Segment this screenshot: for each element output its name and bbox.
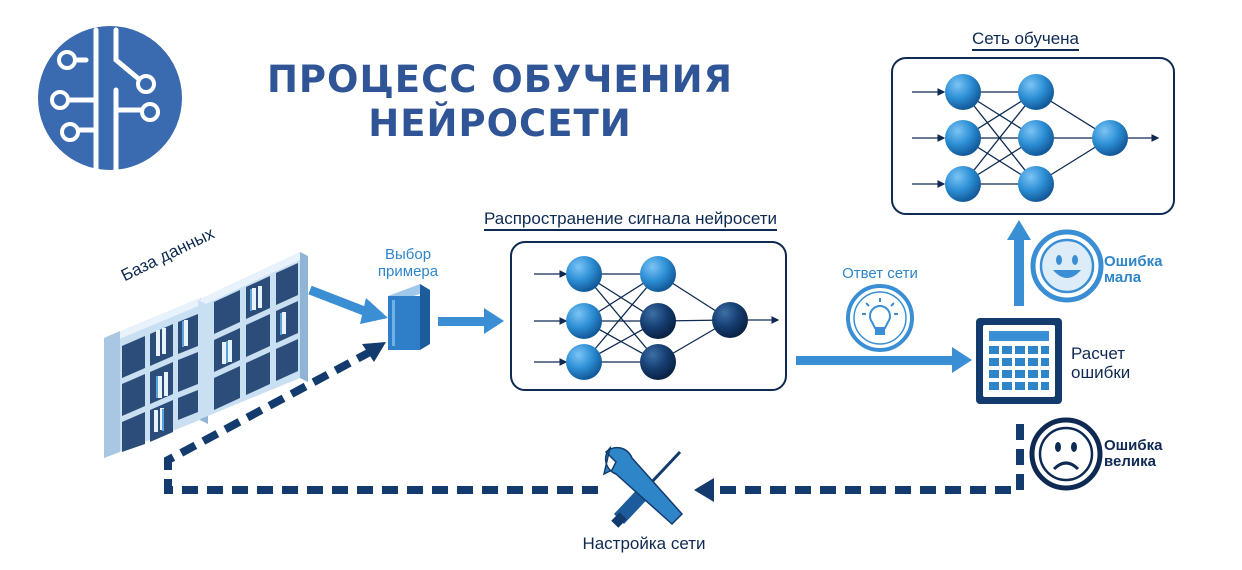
net-answer-label: Ответ сети <box>842 265 918 282</box>
arrow-to-propagation <box>438 308 504 334</box>
trained-label: Сеть обучена <box>972 29 1080 51</box>
error-calc-label: Расчет ошибки <box>1071 344 1130 382</box>
tuning-label: Настройка сети <box>582 534 706 553</box>
circuit-logo-icon <box>38 26 182 173</box>
propagation-label-text: Распространение сигнала нейросети <box>484 209 778 231</box>
trained-network <box>891 57 1175 215</box>
bookshelf-icon <box>104 252 308 458</box>
trained-label-text: Сеть обучена <box>972 29 1080 51</box>
title-line-2: НЕЙРОСЕТИ <box>368 102 632 145</box>
big-error-line-2: велика <box>1104 453 1156 470</box>
title-line-1: ПРОЦЕСС ОБУЧЕНИЯ <box>266 58 734 101</box>
big-error-line-1: Ошибка <box>1104 437 1163 454</box>
smiley-happy-icon <box>1030 229 1104 303</box>
small-error-line-2: мала <box>1104 269 1142 286</box>
feedback-dashed-path <box>164 348 1024 494</box>
sample-select-label: Выбор примера <box>366 246 450 280</box>
feedback-arrowhead-book <box>362 342 386 362</box>
big-error-label: Ошибка велика <box>1104 438 1163 470</box>
arrow-to-sample <box>308 285 388 324</box>
calculator-icon <box>976 318 1062 404</box>
smiley-sad-icon <box>1029 417 1103 491</box>
error-calc-line-1: Расчет <box>1071 344 1126 363</box>
small-error-line-1: Ошибка <box>1104 253 1163 270</box>
page-title: ПРОЦЕСС ОБУЧЕНИЯ НЕЙРОСЕТИ <box>230 58 770 146</box>
small-error-label: Ошибка мала <box>1104 254 1163 286</box>
sample-select-line-1: Выбор <box>384 246 432 263</box>
arrow-to-trained <box>1007 220 1031 306</box>
propagation-label: Распространение сигнала нейросети <box>484 209 778 231</box>
book-icon <box>388 284 430 350</box>
arrow-to-error-calc <box>796 347 972 373</box>
error-calc-line-2: ошибки <box>1071 363 1131 382</box>
sample-select-line-2: примера <box>377 263 439 280</box>
propagation-network <box>510 241 787 391</box>
feedback-arrowhead-left <box>694 478 714 502</box>
wrench-screwdriver-icon <box>602 445 684 528</box>
lightbulb-icon <box>846 284 914 352</box>
